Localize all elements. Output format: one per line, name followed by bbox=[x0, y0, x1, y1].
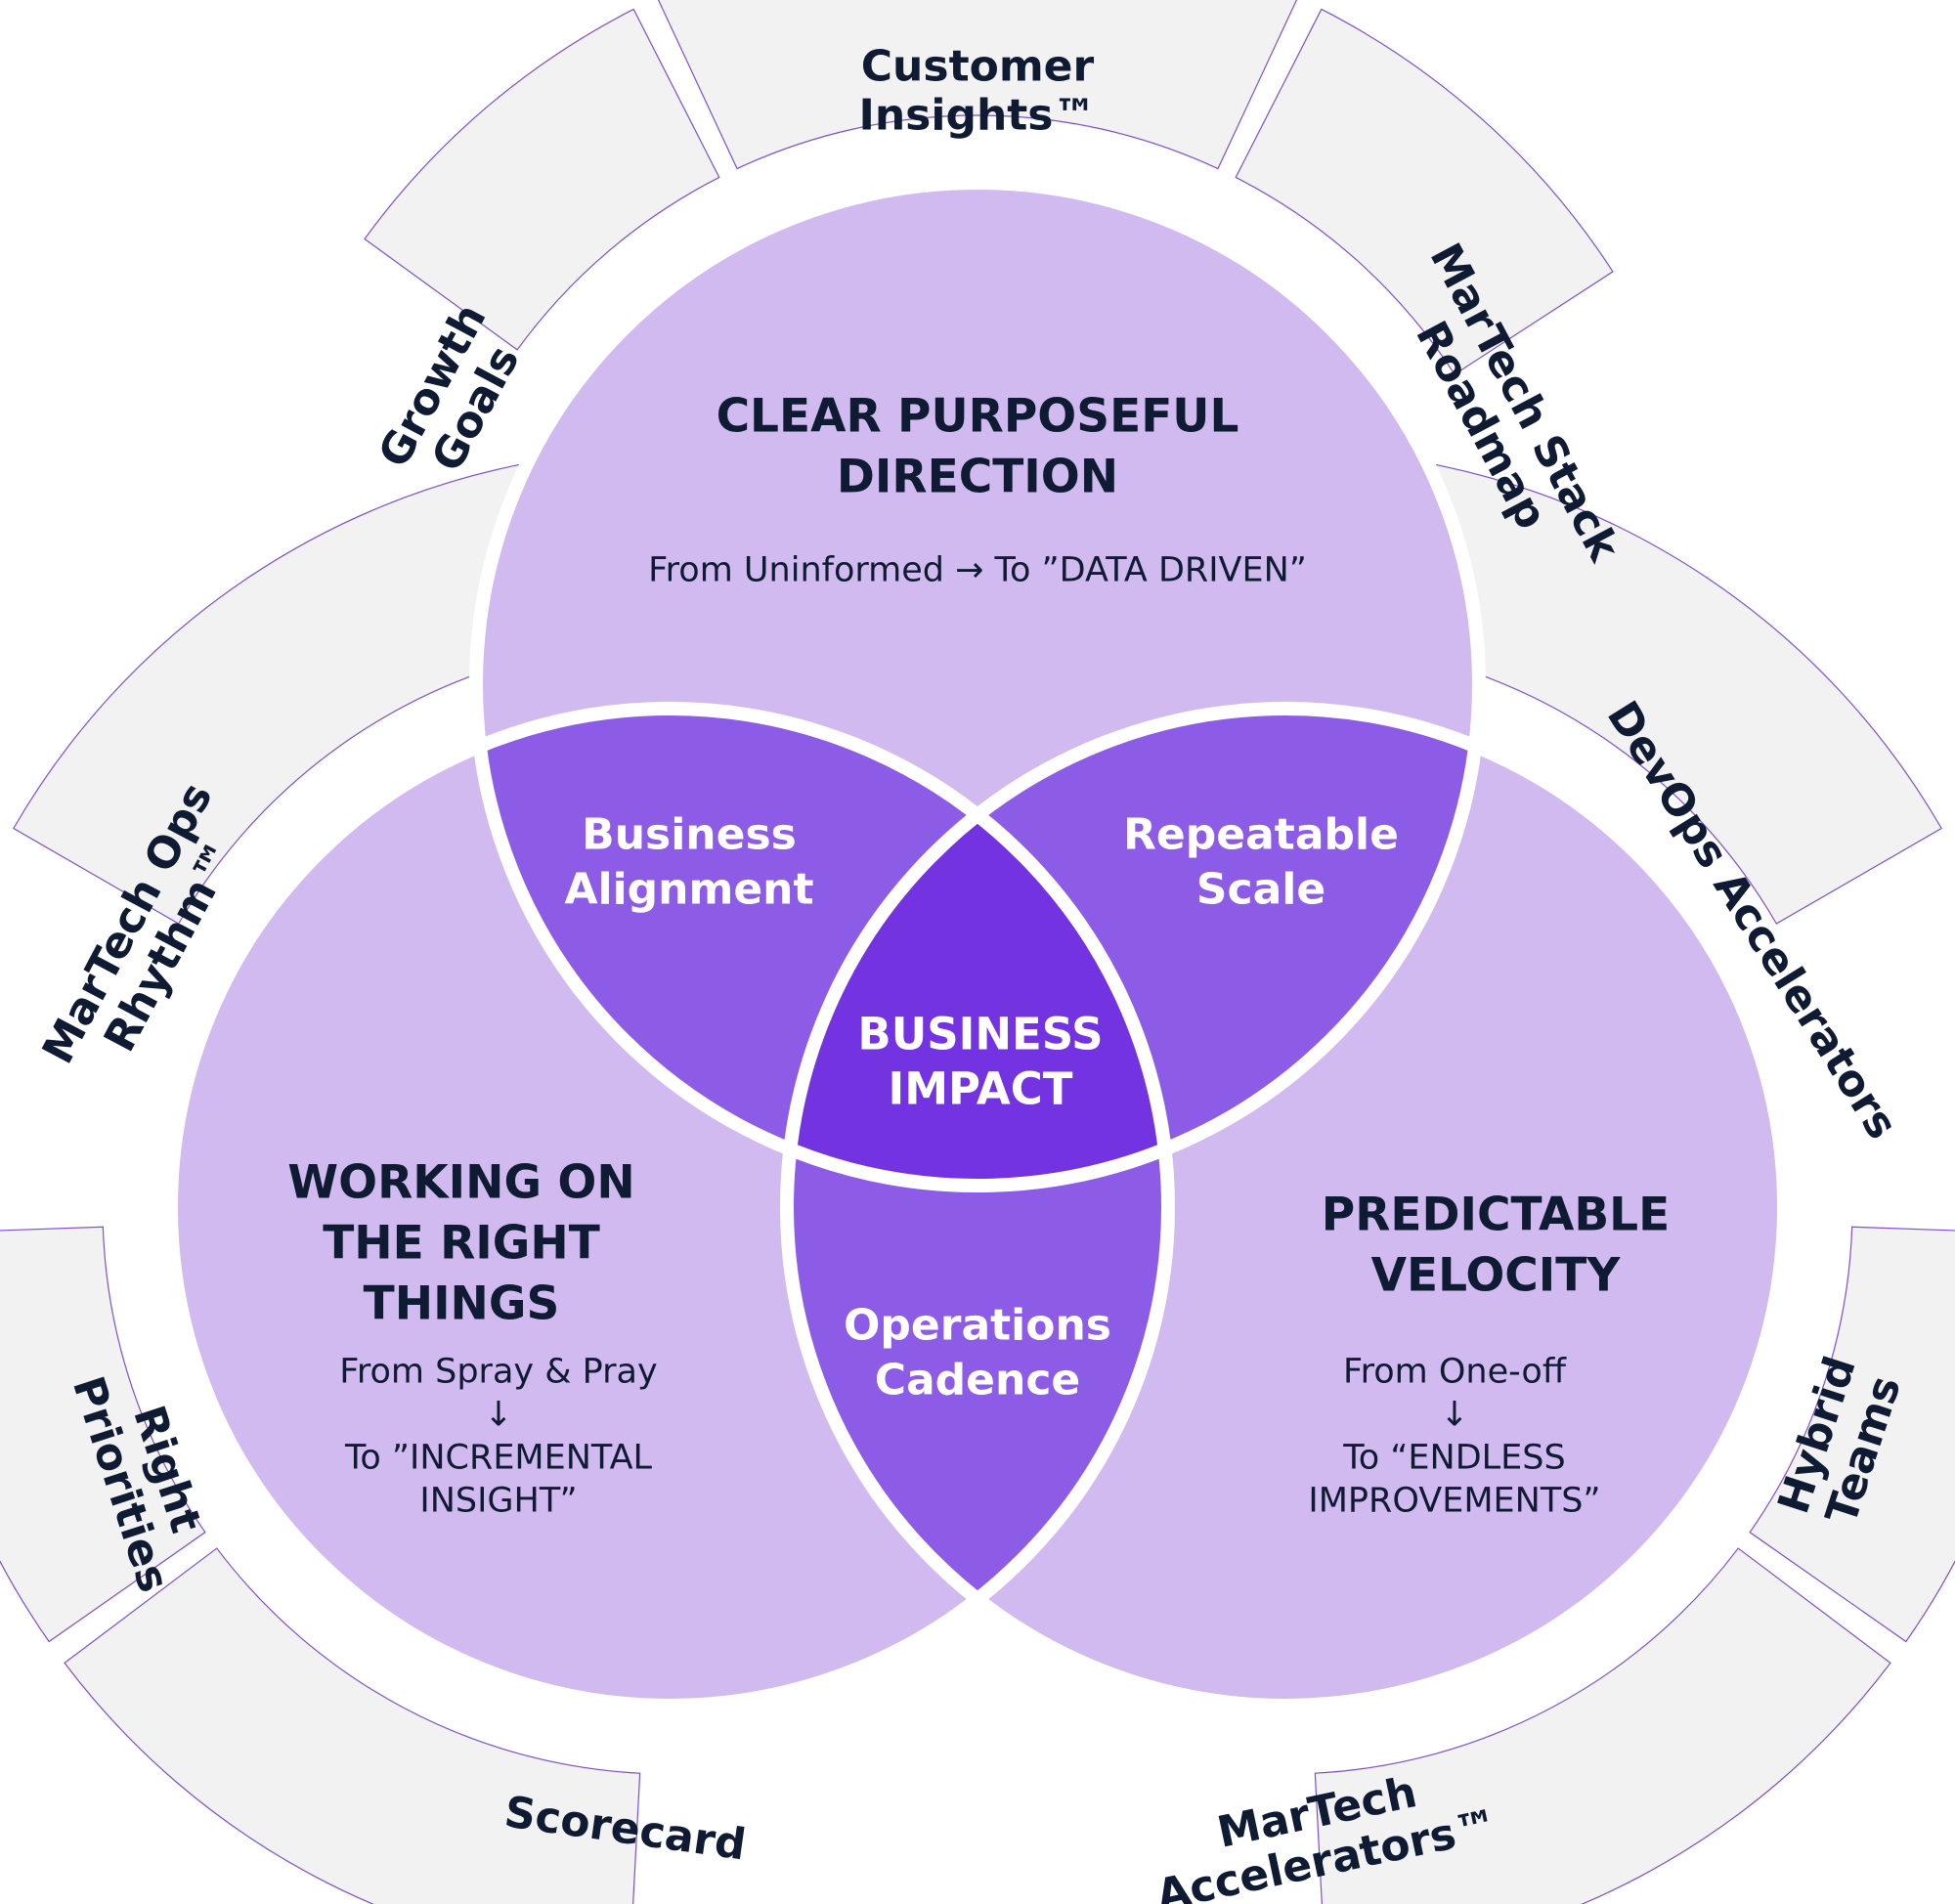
right-circle-subtitle-line: ↓ bbox=[1440, 1395, 1468, 1434]
business-alignment-label-line: Business bbox=[582, 810, 797, 860]
left-circle-subtitle-line: ↓ bbox=[484, 1395, 512, 1434]
left-circle-title-line: THE RIGHT bbox=[323, 1217, 600, 1271]
left-circle-title-line: THINGS bbox=[364, 1277, 560, 1331]
customer-insights-label-line: Insights™ bbox=[858, 91, 1096, 141]
venn-circles bbox=[164, 176, 1791, 1712]
band-customer-insights bbox=[657, 0, 1298, 170]
right-priorities-label: RightPriorities bbox=[63, 1356, 226, 1598]
right-circle-title-line: VELOCITY bbox=[1371, 1249, 1622, 1303]
business-impact-label-line: IMPACT bbox=[889, 1063, 1073, 1115]
band-martech-stack-roadmap bbox=[1235, 8, 1614, 375]
operations-cadence-label-line: Operations bbox=[844, 1301, 1111, 1351]
top-circle-subtitle: From Uninformed → To ”DATA DRIVEN” bbox=[648, 550, 1307, 589]
left-circle-subtitle-line: To ”INCREMENTAL bbox=[344, 1438, 653, 1477]
customer-insights-label-line: Customer bbox=[861, 42, 1095, 92]
operations-cadence-label-line: Cadence bbox=[875, 1356, 1081, 1406]
center-business-impact bbox=[787, 709, 1168, 1186]
left-circle-title-line: WORKING ON bbox=[287, 1156, 634, 1210]
right-circle-subtitle-line: To “ENDLESS bbox=[1342, 1438, 1565, 1477]
right-circle-subtitle-line: From One-off bbox=[1343, 1352, 1567, 1391]
band-growth-goals bbox=[364, 8, 720, 351]
band-devops-accelerators bbox=[1364, 455, 1942, 925]
right-circle-title-line: PREDICTABLE bbox=[1322, 1189, 1670, 1242]
repeatable-scale-label-line: Repeatable bbox=[1123, 810, 1399, 860]
top-circle-title-line: CLEAR PURPOSEFUL bbox=[717, 390, 1239, 444]
top-circle-title: CLEAR PURPOSEFUL DIRECTION bbox=[717, 390, 1239, 504]
band-hybrid-teams bbox=[1749, 1226, 1955, 1643]
repeatable-scale-label-line: Scale bbox=[1196, 865, 1325, 915]
left-circle-subtitle-line: From Spray & Pray bbox=[339, 1352, 657, 1391]
left-circle-subtitle-line: INSIGHT” bbox=[419, 1481, 577, 1520]
right-circle-subtitle-line: IMPROVEMENTS” bbox=[1308, 1481, 1600, 1520]
band-scorecard bbox=[64, 1547, 641, 1904]
top-circle-subtitle-line: From Uninformed → To ”DATA DRIVEN” bbox=[648, 550, 1307, 589]
left-circle-title: WORKING ON THE RIGHT THINGS bbox=[287, 1156, 634, 1331]
business-alignment-label-line: Alignment bbox=[564, 865, 813, 915]
right-circle-subtitle: From One-off ↓ To “ENDLESS IMPROVEMENTS” bbox=[1308, 1352, 1600, 1520]
band-right-priorities bbox=[0, 1226, 206, 1643]
right-circle-title: PREDICTABLE VELOCITY bbox=[1322, 1189, 1670, 1303]
band-martech-accelerators bbox=[1314, 1547, 1891, 1904]
top-circle-title-line: DIRECTION bbox=[837, 451, 1118, 504]
business-impact-label-line: BUSINESS bbox=[857, 1009, 1103, 1060]
left-circle-subtitle: From Spray & Pray ↓ To ”INCREMENTAL INSIGHT… bbox=[339, 1352, 657, 1520]
